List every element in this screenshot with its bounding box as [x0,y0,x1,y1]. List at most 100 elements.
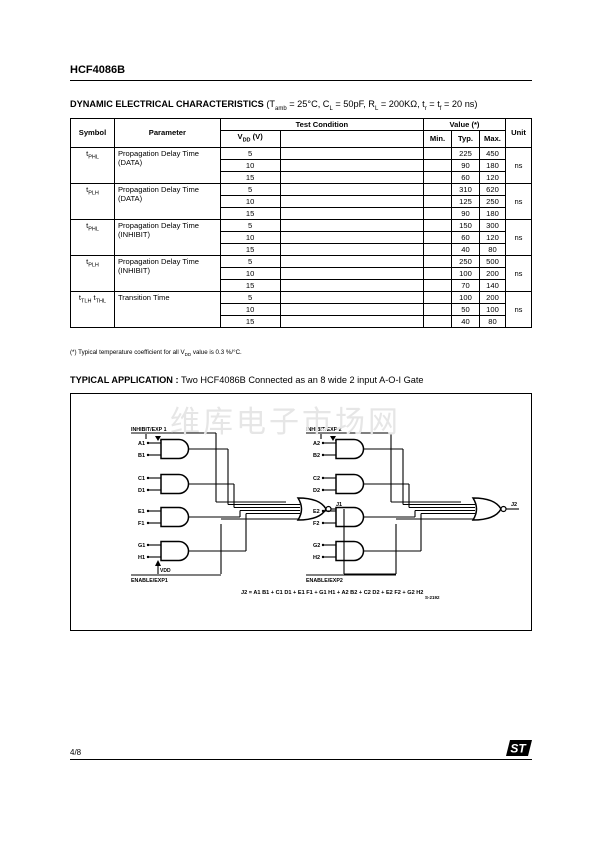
cell-min [423,182,452,196]
left-input-D1: D1 [138,488,145,494]
right-and-gate [335,473,365,495]
left-pin-dot [146,453,150,457]
right-input-G2: G2 [313,543,320,549]
left-pin-dot [146,543,150,547]
cell-max: 200 [478,266,506,280]
cell-min [423,242,452,256]
cell-parameter: Transition Time [113,290,221,328]
cell-parameter: Propagation Delay Time(DATA) [113,182,221,220]
cell-parameter: Propagation Delay Time(INHIBIT) [113,218,221,256]
cell-condition [279,218,425,232]
cell-vdd: 15 [219,170,281,184]
col-test-condition: Test Condition [219,118,425,131]
cell-symbol: tPHL [70,146,115,184]
cell-condition [279,206,425,220]
right-enable-label: ENABLE/EXP2 [306,578,343,584]
left-inhibit-label: INHIBIT/EXP 1 [131,427,167,433]
left-input-B1: B1 [138,453,145,459]
cell-typ: 310 [451,182,480,196]
cell-min [423,302,452,316]
right-input-H2: H2 [313,555,320,561]
right-aoi-unit: INHIBIT/EXP 2VSSA2B2C2D2E2F2G2H2ENABLE/E… [306,427,519,584]
cell-max: 250 [478,194,506,208]
cell-typ: 150 [451,218,480,232]
left-input-G1: G1 [138,543,145,549]
dynamic-section-title: DYNAMIC ELECTRICAL CHARACTERISTICS (Tamb… [70,99,478,112]
left-aoi-unit: INHIBIT/EXP 1VSSA1B1C1D1E1F1G1H1ENABLE/E… [131,427,344,584]
right-input-F2: F2 [313,521,319,527]
left-and-gate [160,438,190,460]
table-footnote: (*) Typical temperature coefficient for … [70,349,242,358]
left-vss-arrow-icon [155,436,161,441]
cell-condition [279,194,425,208]
right-and-gate [335,540,365,562]
cell-max: 80 [478,242,506,256]
cell-condition [279,290,425,304]
col-parameter: Parameter [113,118,221,148]
right-pin-dot [321,555,325,559]
cell-min [423,254,452,268]
left-input-E1: E1 [138,509,145,515]
document-header-part: HCF4086B [70,64,126,76]
cell-vdd: 5 [219,254,281,268]
cell-typ: 50 [451,302,480,316]
cell-typ: 100 [451,266,480,280]
left-and-gate [160,540,190,562]
cell-typ: 225 [451,146,480,160]
left-pin-dot [146,488,150,492]
cell-typ: 60 [451,170,480,184]
cell-typ: 40 [451,242,480,256]
right-input-D2: D2 [313,488,320,494]
cell-typ: 70 [451,278,480,292]
cell-min [423,266,452,280]
left-input-H1: H1 [138,555,145,561]
right-pin-dot [321,488,325,492]
right-pin-dot [321,509,325,513]
cell-vdd: 5 [219,290,281,304]
cell-max: 500 [478,254,506,268]
cell-min [423,158,452,172]
cell-min [423,170,452,184]
cell-vdd: 10 [219,302,281,316]
right-and-gate [335,438,365,460]
cell-min [423,290,452,304]
page-number: 4/8 [70,748,82,757]
cell-max: 450 [478,146,506,160]
cell-condition [279,158,425,172]
left-pin-dot [146,476,150,480]
cell-vdd: 15 [219,278,281,292]
col-value: Value (*) [423,118,506,131]
right-pin-dot [321,543,325,547]
cell-vdd: 15 [219,314,281,328]
left-input-C1: C1 [138,476,145,482]
cell-condition [279,170,425,184]
col-symbol: Symbol [70,118,115,148]
output-equation: J2 = A1 B1 + C1 D1 + E1 F1 + G1 H1 + A2 … [241,590,423,596]
cell-vdd: 5 [219,218,281,232]
cell-max: 140 [478,278,506,292]
cell-condition [279,314,425,328]
footer-rule [70,759,532,760]
cell-vdd: 10 [219,158,281,172]
cell-vdd: 10 [219,230,281,244]
cell-vdd: 15 [219,206,281,220]
right-pin-dot [321,476,325,480]
right-input-E2: E2 [313,509,320,515]
right-pin-dot [321,441,325,445]
left-input-F1: F1 [138,521,144,527]
left-enable-label: ENABLE/EXP1 [131,578,168,584]
cell-vdd: 10 [219,266,281,280]
cell-symbol: tPLH [70,254,115,292]
right-pin-dot [321,521,325,525]
cell-vdd: 10 [219,194,281,208]
dynamic-characteristics-table: Symbol Parameter Test Condition Value (*… [70,118,533,328]
cell-condition [279,182,425,196]
cell-max: 180 [478,158,506,172]
